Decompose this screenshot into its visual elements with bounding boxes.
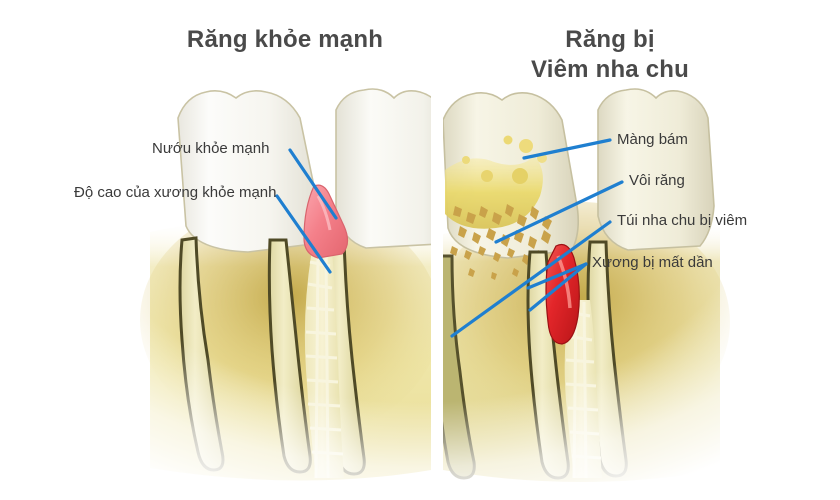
leader-healthy-gum [288, 148, 338, 220]
leader-lines [275, 138, 624, 338]
leader-plaque [522, 138, 612, 160]
leader-tartar [494, 180, 624, 244]
leader-healthy-bone [275, 194, 332, 274]
panel-divider [431, 0, 443, 500]
leader-pocket [450, 220, 612, 338]
leader-bone-loss-b [528, 262, 588, 312]
leader-bone-loss-a [526, 262, 588, 290]
